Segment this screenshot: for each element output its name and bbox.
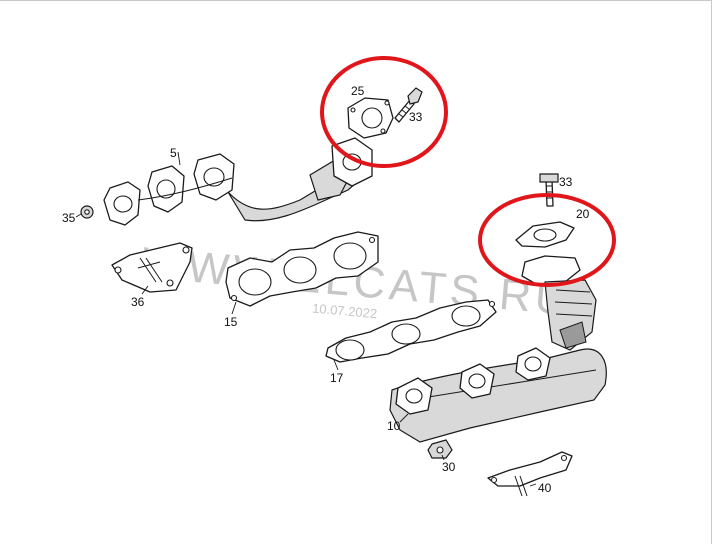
part-5-left-manifold[interactable] (103, 137, 373, 226)
part-17-gasket[interactable] (325, 299, 497, 363)
part-25-gasket[interactable] (347, 97, 394, 139)
highlight-circle-top (320, 56, 448, 168)
watermark-date: 10.07.2022 (312, 301, 378, 322)
leader-15 (231, 301, 237, 315)
part-33-bolt-right[interactable] (539, 173, 559, 207)
part-36-bracket[interactable] (111, 242, 193, 293)
part-33-bolt-top[interactable] (394, 87, 423, 123)
callout-33-top: 33 (409, 110, 423, 124)
leader-36 (141, 285, 149, 295)
leader-35 (75, 213, 82, 218)
leader-30 (441, 454, 445, 461)
callout-36: 36 (131, 295, 145, 309)
callout-40: 40 (538, 481, 552, 495)
highlight-circle-right (478, 193, 616, 287)
callout-25: 25 (351, 84, 365, 98)
callout-20: 20 (576, 207, 590, 221)
leader-40 (529, 483, 537, 487)
part-10-right-manifold[interactable] (389, 255, 607, 443)
part-35-nut[interactable] (80, 205, 94, 219)
callout-15: 15 (224, 315, 238, 329)
part-15-gasket[interactable] (225, 231, 379, 307)
leader-17 (333, 359, 339, 371)
part-40-bracket[interactable] (487, 451, 573, 497)
callout-35: 35 (62, 211, 76, 225)
callout-10: 10 (387, 419, 401, 433)
callout-30: 30 (442, 460, 456, 474)
part-30-nut[interactable] (427, 439, 453, 459)
callout-5: 5 (170, 146, 177, 160)
part-20-gasket[interactable] (515, 221, 575, 248)
callout-17: 17 (330, 371, 344, 385)
callout-33-right: 33 (559, 175, 573, 189)
leader-10 (399, 413, 409, 423)
